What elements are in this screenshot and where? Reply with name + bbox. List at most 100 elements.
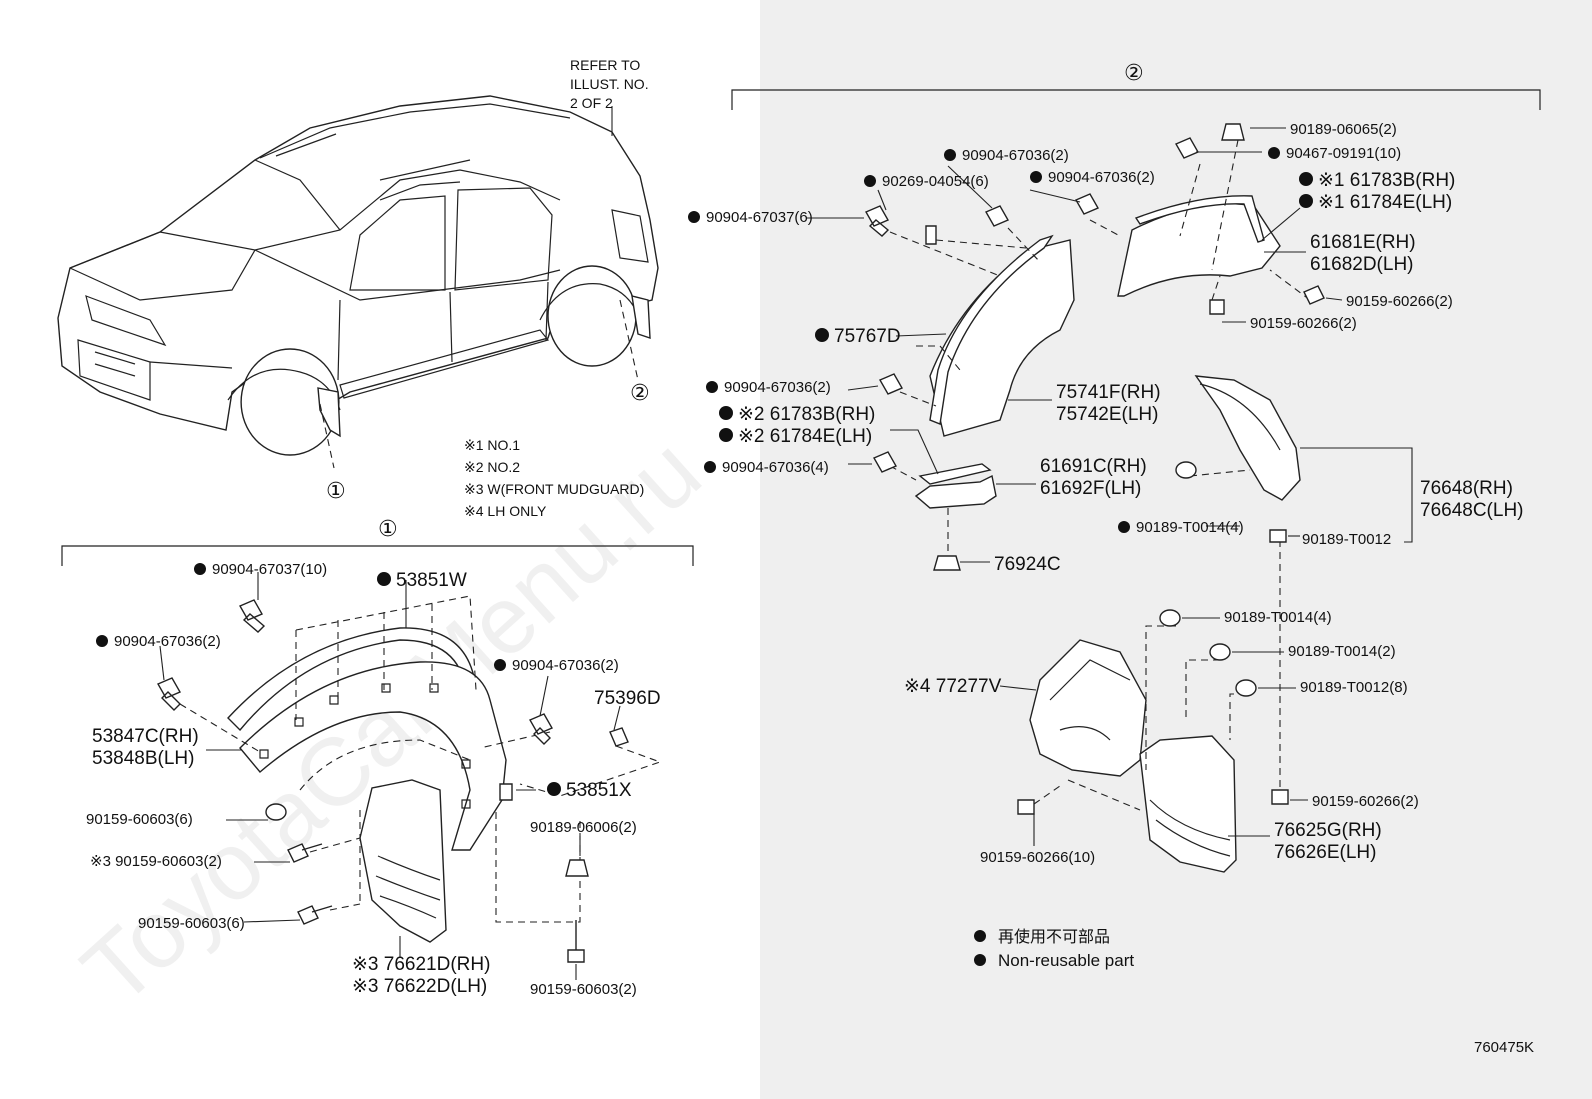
note-2: ※2 NO.2 bbox=[464, 459, 520, 475]
part-number-label[interactable]: 90189-06065(2) bbox=[1290, 121, 1397, 138]
non-reusable-dot bbox=[96, 635, 108, 647]
part-number-label[interactable]: 90189-T0014(4) bbox=[1136, 519, 1244, 536]
bracket-61691c bbox=[914, 474, 997, 509]
part-number-label[interactable]: 90159-60603(6) bbox=[86, 811, 193, 828]
nut-fastener bbox=[565, 859, 589, 877]
section-2-callout[interactable]: ② bbox=[1124, 60, 1144, 85]
rear-wheel-arch-flare bbox=[929, 239, 1075, 437]
part-number-label[interactable]: ※1 61783B(RH) bbox=[1318, 170, 1455, 191]
section-2: ② bbox=[731, 60, 1541, 873]
part-number-label[interactable]: 90189-T0014(2) bbox=[1288, 643, 1396, 660]
front-fender-flare bbox=[239, 661, 507, 851]
clip-fastener bbox=[529, 713, 553, 745]
refer-note-line-1: REFER TO bbox=[570, 57, 640, 73]
part-number-label[interactable]: 90159-60266(2) bbox=[1312, 793, 1419, 810]
part-number-label[interactable]: 53848B(LH) bbox=[92, 748, 194, 769]
part-number-label[interactable]: 90189-T0014(4) bbox=[1224, 609, 1332, 626]
part-number-label[interactable]: 76626E(LH) bbox=[1274, 842, 1376, 863]
part-number-label[interactable]: 75396D bbox=[594, 688, 661, 709]
part-number-label[interactable]: 75742E(LH) bbox=[1056, 404, 1158, 425]
clip-fastener bbox=[879, 373, 903, 395]
part-number-label[interactable]: 90159-60603(2) bbox=[530, 981, 637, 998]
non-reusable-dot bbox=[1268, 147, 1280, 159]
note-3: ※3 W(FRONT MUDGUARD) bbox=[464, 481, 644, 497]
part-number-label[interactable]: 90189-06006(2) bbox=[530, 819, 637, 836]
non-reusable-dot bbox=[688, 211, 700, 223]
part-number-label[interactable]: 90159-60266(10) bbox=[980, 849, 1095, 866]
part-number-label[interactable]: 76648(RH) bbox=[1420, 478, 1513, 499]
part-number-label[interactable]: 61692F(LH) bbox=[1040, 478, 1141, 499]
refer-note-line-3: 2 OF 2 bbox=[570, 95, 613, 111]
part-number-label[interactable]: 76648C(LH) bbox=[1420, 500, 1524, 521]
part-number-label[interactable]: 61691C(RH) bbox=[1040, 456, 1147, 477]
part-number-label[interactable]: 53851W bbox=[396, 570, 467, 591]
part-number-label[interactable]: ※3 76622D(LH) bbox=[352, 976, 487, 997]
bolt-fastener bbox=[297, 905, 333, 925]
bolt-fastener bbox=[1209, 299, 1225, 315]
note-4: ※4 LH ONLY bbox=[464, 503, 547, 519]
part-number-label[interactable]: 90159-60603(6) bbox=[138, 915, 245, 932]
non-reusable-dot bbox=[194, 563, 206, 575]
part-number-label[interactable]: ※1 61784E(LH) bbox=[1318, 192, 1452, 213]
part-number-label[interactable]: 90467-09191(10) bbox=[1286, 145, 1401, 162]
legend-dot-jp bbox=[974, 930, 986, 942]
rear-mudguard bbox=[1139, 735, 1237, 873]
part-number-label[interactable]: 90904-67036(2) bbox=[962, 147, 1069, 164]
part-number-label[interactable]: ※4 77277V bbox=[904, 676, 1002, 697]
section-1-bracket bbox=[61, 545, 694, 566]
moulding-61783b-no2 bbox=[918, 463, 992, 485]
clip-fastener bbox=[1269, 529, 1287, 543]
part-number-label[interactable]: 76625G(RH) bbox=[1274, 820, 1382, 841]
rear-arch-moulding-75767d bbox=[929, 234, 1054, 425]
part-number-label[interactable]: 90189-T0012 bbox=[1302, 531, 1391, 548]
clip-fastener bbox=[1209, 643, 1231, 661]
part-number-label[interactable]: ※2 61783B(RH) bbox=[738, 404, 875, 425]
clip-fastener bbox=[1075, 193, 1099, 215]
legend-jp: 再使用不可部品 bbox=[998, 928, 1110, 946]
clip-fastener bbox=[1175, 137, 1199, 159]
callout-2-vehicle[interactable]: ② bbox=[630, 380, 650, 405]
part-number-label[interactable]: 53851X bbox=[566, 780, 632, 801]
bolt-fastener bbox=[265, 803, 287, 821]
callout-1-vehicle[interactable]: ① bbox=[326, 478, 346, 503]
rear-fender-liner bbox=[1194, 375, 1301, 501]
front-mudguard bbox=[359, 779, 447, 943]
part-number-label[interactable]: 90904-67037(10) bbox=[212, 561, 327, 578]
nut-fastener bbox=[1221, 123, 1245, 141]
clip-fastener bbox=[1159, 609, 1181, 627]
clip-fastener bbox=[925, 225, 937, 245]
part-number-label[interactable]: 90189-T0012(8) bbox=[1300, 679, 1408, 696]
non-reusable-dot bbox=[1299, 172, 1313, 186]
part-number-label[interactable]: 90904-67036(2) bbox=[114, 633, 221, 650]
part-number-label[interactable]: 61681E(RH) bbox=[1310, 232, 1416, 253]
part-number-label[interactable]: ※3 90159-60603(2) bbox=[90, 853, 222, 870]
non-reusable-dot bbox=[864, 175, 876, 187]
non-reusable-dot bbox=[1299, 194, 1313, 208]
clip-fastener bbox=[985, 205, 1009, 227]
part-number-label[interactable]: 90159-60266(2) bbox=[1250, 315, 1357, 332]
part-number-label[interactable]: 90904-67036(4) bbox=[722, 459, 829, 476]
legend-dot-en bbox=[974, 954, 986, 966]
part-number-label[interactable]: 90269-04054(6) bbox=[882, 173, 989, 190]
clip-fastener bbox=[609, 727, 629, 747]
part-number-label[interactable]: 53847C(RH) bbox=[92, 726, 199, 747]
legend-en: Non-reusable part bbox=[998, 951, 1134, 970]
part-number-label[interactable]: 90904-67036(2) bbox=[1048, 169, 1155, 186]
part-number-label[interactable]: 75767D bbox=[834, 326, 901, 347]
part-number-label[interactable]: 90904-67036(2) bbox=[724, 379, 831, 396]
part-number-label[interactable]: 76924C bbox=[994, 554, 1061, 575]
part-number-label[interactable]: 90159-60266(2) bbox=[1346, 293, 1453, 310]
clip-fastener bbox=[157, 677, 181, 711]
part-number-label[interactable]: 90904-67036(2) bbox=[512, 657, 619, 674]
part-number-label[interactable]: ※2 61784E(LH) bbox=[738, 426, 872, 447]
part-number-label[interactable]: 61682D(LH) bbox=[1310, 254, 1414, 275]
nut-fastener bbox=[933, 555, 961, 571]
clip-fastener bbox=[1235, 679, 1257, 697]
part-number-label[interactable]: 75741F(RH) bbox=[1056, 382, 1161, 403]
vehicle-illustration bbox=[57, 95, 659, 469]
part-number-label[interactable]: 90904-67037(6) bbox=[706, 209, 813, 226]
non-reusable-dot bbox=[704, 461, 716, 473]
part-number-label[interactable]: ※3 76621D(RH) bbox=[352, 954, 490, 975]
section-1-callout[interactable]: ① bbox=[378, 516, 398, 541]
